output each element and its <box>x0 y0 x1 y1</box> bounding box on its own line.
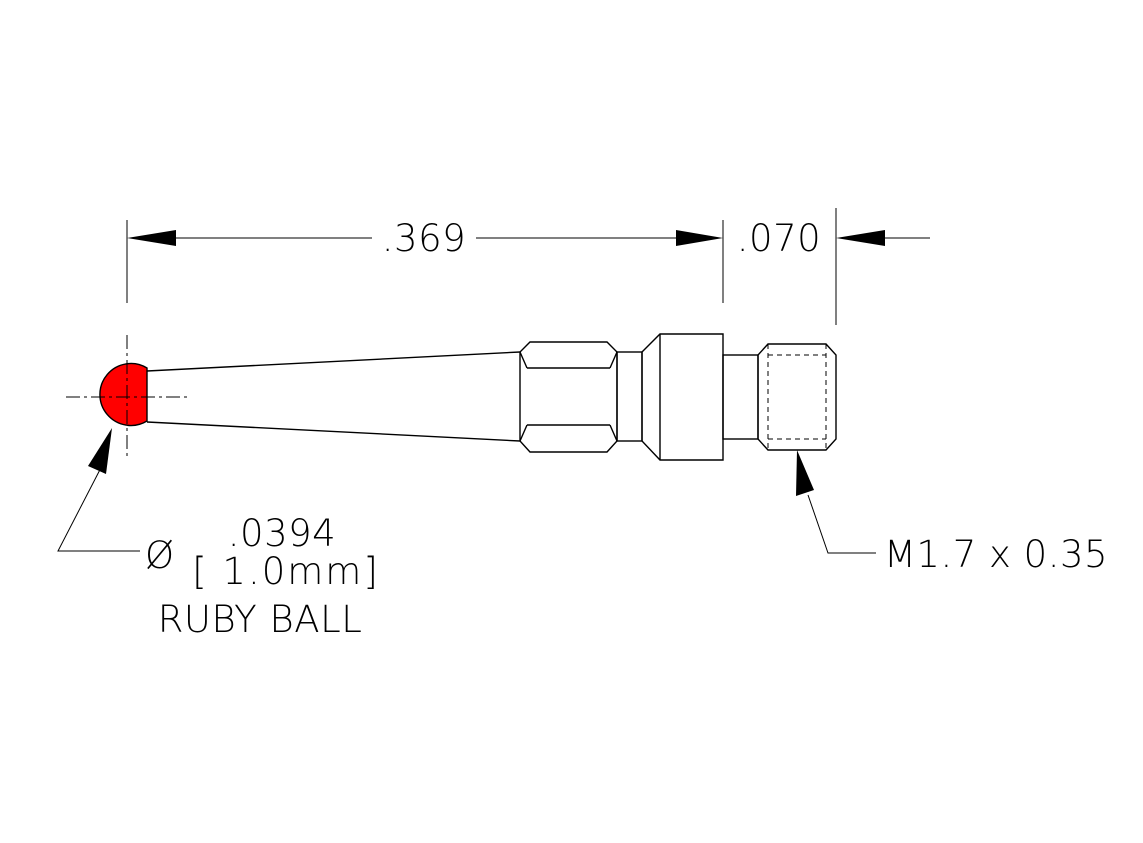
diameter-symbol: Ø <box>145 534 175 577</box>
thread-leader-arrowhead <box>796 450 814 496</box>
tapered-stem <box>146 351 521 442</box>
ball-description: RUBY BALL <box>158 598 363 641</box>
stem-top-edge <box>146 351 521 372</box>
hex-outline <box>519 341 618 453</box>
ruby-ball <box>66 335 190 460</box>
ball-diameter-inch: .0394 <box>228 512 336 555</box>
ball-leader-line <box>57 457 140 552</box>
collar <box>616 333 724 461</box>
thread-callout: M1.7 x 0.35 <box>796 450 1108 576</box>
ball-callout: Ø .0394 [ 1.0mm] RUBY BALL <box>57 428 380 641</box>
thread-length-value: .070 <box>737 217 821 260</box>
thread-spec: M1.7 x 0.35 <box>884 533 1108 576</box>
threaded-shank <box>722 343 837 451</box>
thread-body <box>757 343 837 451</box>
ball-leader-arrowhead <box>88 428 112 474</box>
arrowhead-left <box>127 230 176 246</box>
length-value: .369 <box>382 217 466 260</box>
neck <box>616 351 643 442</box>
thread-relief <box>722 354 759 440</box>
collar-body <box>641 333 724 461</box>
ball-diameter-metric: [ 1.0mm] <box>192 550 380 593</box>
length-dimension: .369 <box>126 217 724 303</box>
ruby-ball-shape <box>99 362 148 427</box>
thread-leader-line <box>807 494 876 554</box>
hex-body <box>519 341 618 453</box>
arrowhead-right <box>676 230 723 246</box>
stem-bottom-edge <box>146 421 521 442</box>
thread-length-dimension: .070 <box>737 208 930 325</box>
arrowhead-thread <box>836 230 885 246</box>
